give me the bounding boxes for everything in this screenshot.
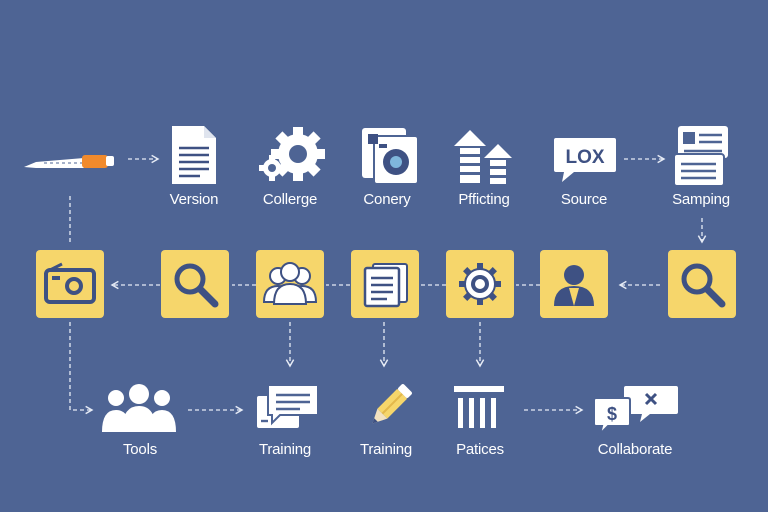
label-patices: Patices — [456, 441, 504, 458]
label-collerge: Collerge — [262, 191, 318, 208]
people-icon — [102, 384, 176, 432]
bubble-text: LOX — [565, 147, 604, 168]
gears-icon — [259, 127, 325, 181]
id-cards-icon — [673, 126, 728, 187]
pen-icon — [24, 155, 114, 168]
dollar-glyph: $ — [607, 404, 617, 424]
label-version: Version — [169, 191, 219, 208]
label-training-2: Training — [359, 441, 413, 458]
label-training-1: Training — [258, 441, 312, 458]
label-pfficting: Pfficting — [458, 191, 510, 208]
up-arrows-icon — [454, 130, 512, 184]
magnifier-icon — [174, 263, 219, 308]
label-samping: Samping — [672, 191, 730, 208]
chat-money-icon: $ — [593, 386, 678, 438]
label-source: Source — [560, 191, 608, 208]
magnifier-icon — [681, 263, 726, 308]
speech-bubble-icon: LOX — [554, 138, 616, 182]
camera-icon — [44, 262, 96, 304]
label-collaborate: Collaborate — [597, 441, 673, 458]
users-group-icon — [262, 262, 318, 305]
label-conery: Conery — [363, 191, 411, 208]
settings-gear-icon — [459, 263, 501, 305]
columns-icon — [454, 386, 504, 428]
connector-m1-tools — [69, 322, 94, 415]
chat-cards-icon — [255, 384, 319, 430]
documents-icon — [363, 263, 408, 308]
media-files-icon — [362, 128, 419, 185]
pencil-icon — [372, 384, 412, 424]
user-icon — [554, 265, 594, 306]
label-tools: Tools — [122, 441, 158, 458]
document-icon — [172, 126, 216, 184]
